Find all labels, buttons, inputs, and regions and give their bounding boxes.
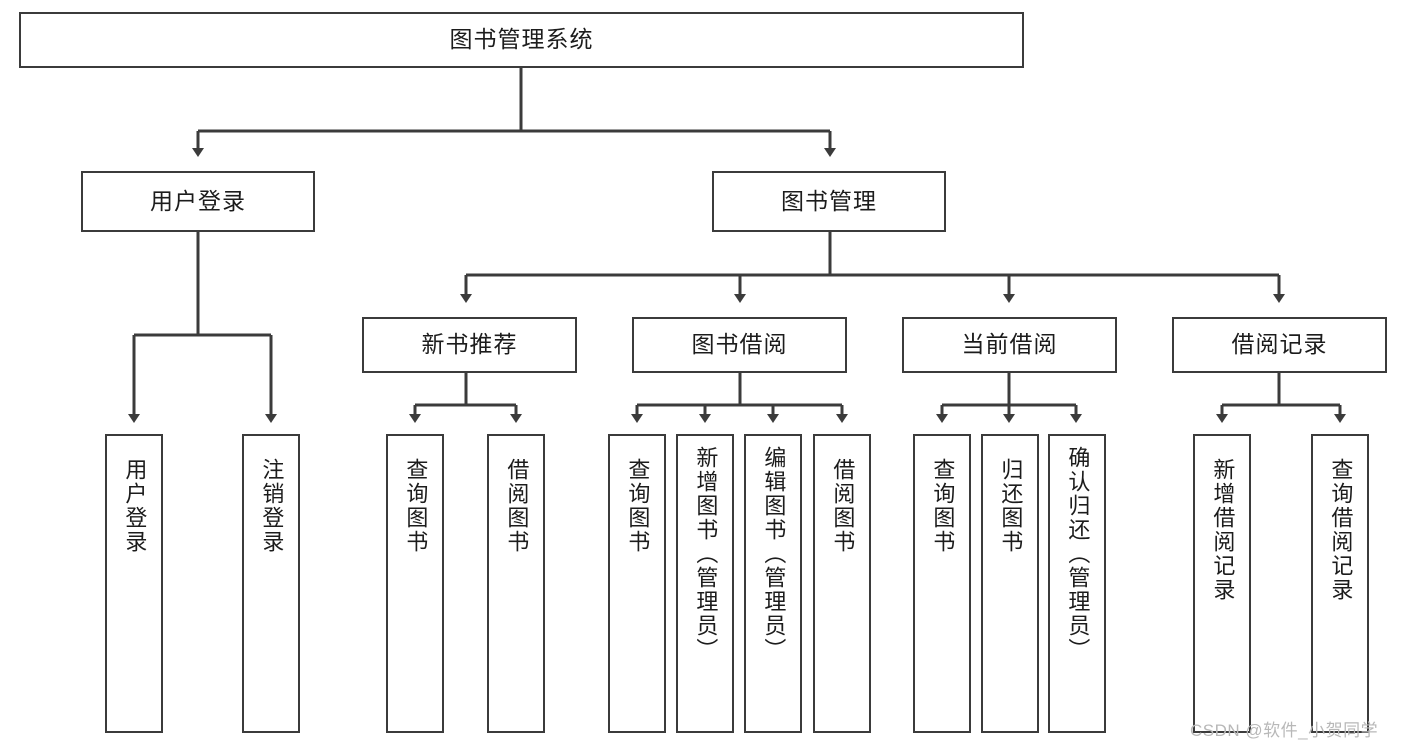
node-borrow-record[interactable]: 借阅记录 bbox=[1172, 317, 1387, 373]
node-root-system[interactable]: 图书管理系统 bbox=[19, 12, 1024, 68]
node-leaf-query-book-2[interactable]: 查询图书 bbox=[608, 434, 666, 733]
node-label: 归还图书 bbox=[998, 458, 1024, 554]
node-label: 图书借阅 bbox=[691, 331, 788, 358]
node-label: 借阅图书 bbox=[504, 458, 530, 554]
node-leaf-query-book-3[interactable]: 查询图书 bbox=[913, 434, 971, 733]
node-leaf-query-record[interactable]: 查询借阅记录 bbox=[1311, 434, 1369, 733]
node-label: 用户登录 bbox=[150, 187, 246, 214]
node-label: 用户登录 bbox=[122, 458, 148, 554]
node-current-borrow[interactable]: 当前借阅 bbox=[902, 317, 1117, 373]
node-label: 借阅记录 bbox=[1231, 331, 1328, 358]
node-leaf-return-book[interactable]: 归还图书 bbox=[981, 434, 1039, 733]
node-label: 新增图书（管理员） bbox=[693, 446, 719, 662]
node-leaf-confirm-return[interactable]: 确认归还（管理员） bbox=[1048, 434, 1106, 733]
node-label: 编辑图书（管理员） bbox=[761, 446, 787, 662]
node-leaf-add-book[interactable]: 新增图书（管理员） bbox=[676, 434, 734, 733]
node-user-login[interactable]: 用户登录 bbox=[81, 171, 315, 232]
node-leaf-edit-book[interactable]: 编辑图书（管理员） bbox=[744, 434, 802, 733]
node-book-borrow[interactable]: 图书借阅 bbox=[632, 317, 847, 373]
node-label: 图书管理 bbox=[781, 187, 877, 214]
node-label: 新书推荐 bbox=[421, 331, 518, 358]
node-leaf-add-record[interactable]: 新增借阅记录 bbox=[1193, 434, 1251, 733]
node-label: 查询图书 bbox=[625, 458, 651, 554]
node-label: 查询图书 bbox=[930, 458, 956, 554]
node-leaf-user-login[interactable]: 用户登录 bbox=[105, 434, 163, 733]
node-book-manage[interactable]: 图书管理 bbox=[712, 171, 946, 232]
node-label: 当前借阅 bbox=[961, 331, 1058, 358]
node-leaf-borrow-book-1[interactable]: 借阅图书 bbox=[487, 434, 545, 733]
node-label: 图书管理系统 bbox=[449, 26, 594, 53]
csdn-watermark: CSDN @软件_小贺同学 bbox=[1190, 721, 1379, 740]
node-label: 查询借阅记录 bbox=[1328, 458, 1354, 602]
node-label: 注销登录 bbox=[259, 458, 285, 554]
node-leaf-logout-login[interactable]: 注销登录 bbox=[242, 434, 300, 733]
node-new-book-recommend[interactable]: 新书推荐 bbox=[362, 317, 577, 373]
node-label: 确认归还（管理员） bbox=[1065, 446, 1091, 662]
node-leaf-borrow-book-2[interactable]: 借阅图书 bbox=[813, 434, 871, 733]
node-label: 新增借阅记录 bbox=[1210, 458, 1236, 602]
node-label: 查询图书 bbox=[403, 458, 429, 554]
node-label: 借阅图书 bbox=[830, 458, 856, 554]
node-leaf-query-book-1[interactable]: 查询图书 bbox=[386, 434, 444, 733]
